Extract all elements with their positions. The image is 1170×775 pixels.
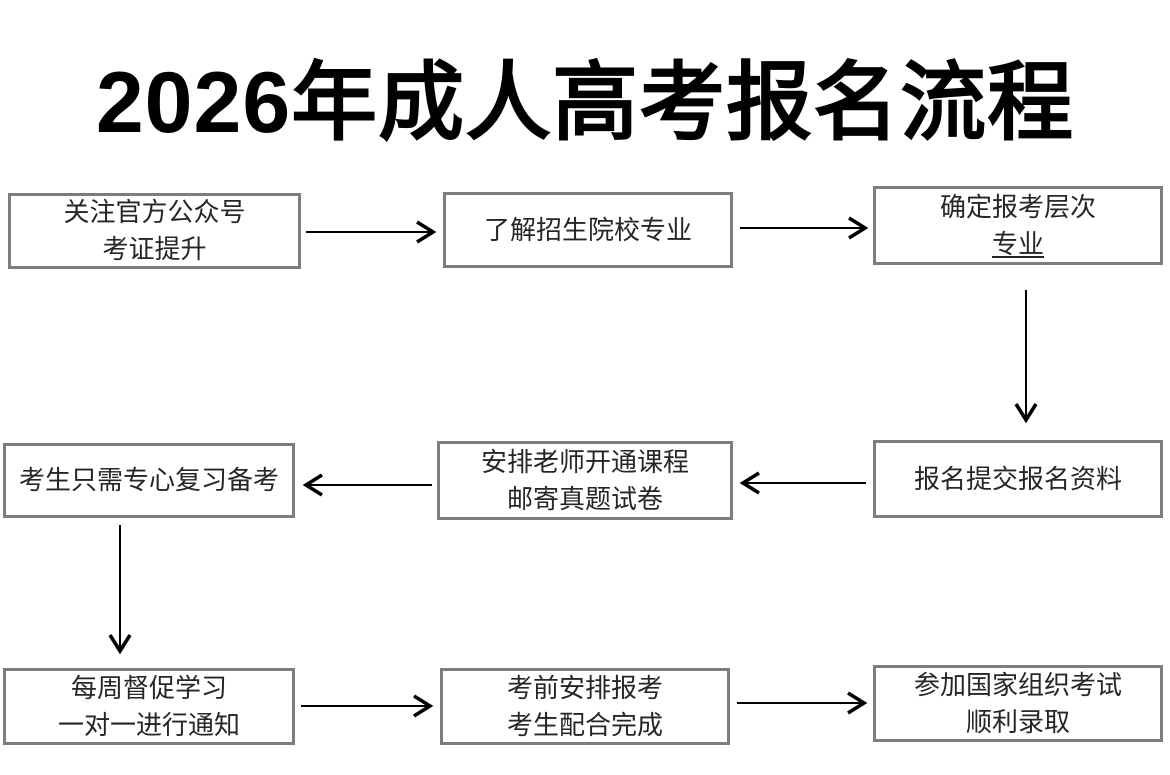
flow-step-7-line-1: 每周督促学习 xyxy=(70,672,227,703)
flow-step-8-line-1: 考前安排报考 xyxy=(506,672,663,703)
flow-step-5-line-2: 邮寄真题试卷 xyxy=(506,483,663,514)
flow-step-3-line-2: 专业 xyxy=(991,228,1044,259)
flow-step-7-line-2: 一对一进行通知 xyxy=(57,709,240,740)
flow-step-9: 参加国家组织考试 顺利录取 xyxy=(873,665,1163,742)
flow-step-5: 安排老师开通课程 邮寄真题试卷 xyxy=(437,441,733,520)
flow-step-9-line-2: 顺利录取 xyxy=(965,706,1070,737)
flow-step-6: 报名提交报名资料 xyxy=(873,440,1163,518)
page-title: 2026年成人高考报名流程 xyxy=(95,55,1075,151)
flow-step-1-line-1: 关注官方公众号 xyxy=(63,197,246,227)
flow-step-8: 考前安排报考 考生配合完成 xyxy=(440,668,730,745)
flow-step-1-line-2: 考证提升 xyxy=(102,234,207,264)
flow-step-6-line-1: 报名提交报名资料 xyxy=(913,463,1122,494)
flow-step-3-line-1: 确定报考层次 xyxy=(939,191,1096,222)
flow-step-9-line-1: 参加国家组织考试 xyxy=(913,669,1122,700)
flow-step-4-line-1: 考生只需专心复习备考 xyxy=(18,465,279,495)
flow-step-4: 考生只需专心复习备考 xyxy=(3,443,295,518)
flow-step-2-line-1: 了解招生院校专业 xyxy=(483,214,692,245)
flow-step-3: 确定报考层次 专业 xyxy=(873,186,1163,265)
flow-step-2: 了解招生院校专业 xyxy=(443,192,733,268)
flow-step-5-line-1: 安排老师开通课程 xyxy=(480,446,689,477)
flow-step-8-line-2: 考生配合完成 xyxy=(506,709,663,740)
flow-step-1: 关注官方公众号 考证提升 xyxy=(8,193,301,269)
flow-step-7: 每周督促学习 一对一进行通知 xyxy=(3,668,295,745)
